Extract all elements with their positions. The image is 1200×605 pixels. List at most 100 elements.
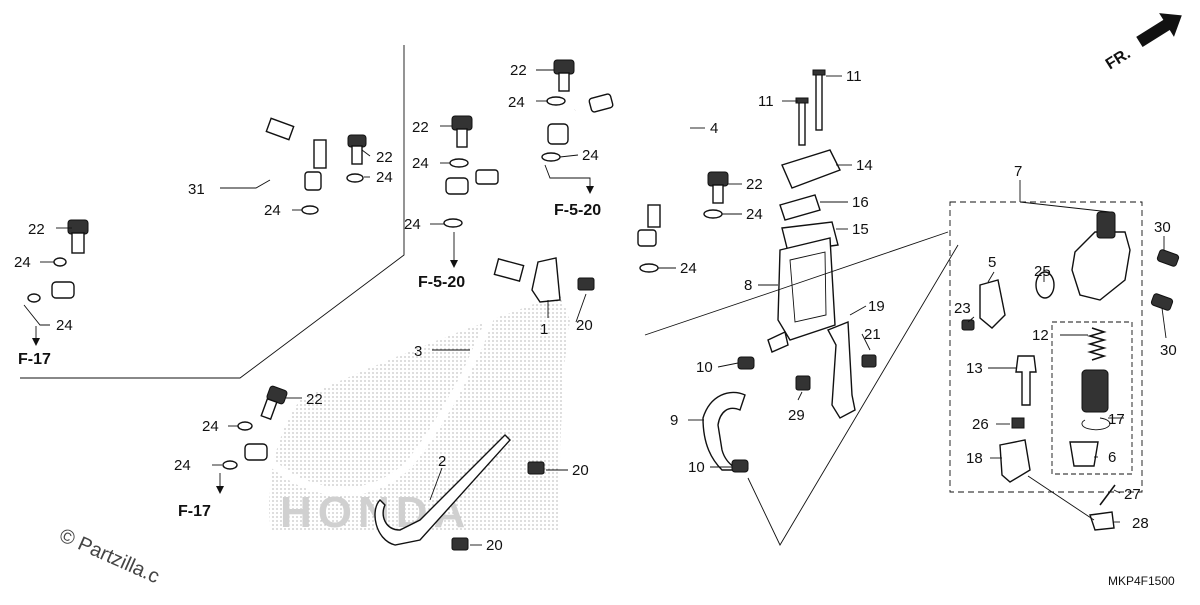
link-5: [979, 279, 1006, 329]
oring-25: [1035, 271, 1055, 299]
washer-24-i: [703, 209, 723, 219]
bracket-2: [374, 434, 511, 546]
callout-11-b: 11: [758, 93, 774, 110]
callout-20-c: 20: [486, 537, 503, 554]
boot-6: [1069, 441, 1099, 467]
washer-24-j: [639, 263, 659, 273]
clamp-10-a: [737, 356, 755, 370]
callout-28: 28: [1132, 515, 1149, 532]
callout-24-h: 24: [582, 147, 599, 164]
leader-lines: [23, 69, 1167, 546]
front-direction-label: FR.: [1103, 45, 1134, 73]
bolt-20-b: [527, 461, 545, 475]
washer-24-c: [346, 173, 364, 183]
copyright-text: © Partzilla.c: [56, 524, 163, 588]
callout-1: 1: [540, 321, 548, 338]
reservoir-8-inner: [789, 251, 827, 323]
plate-16: [779, 194, 821, 221]
washer-24-b: [27, 293, 41, 303]
callout-21: 21: [864, 326, 881, 343]
bolt-20-a: [577, 277, 595, 291]
callout-29: 29: [788, 407, 805, 424]
callout-20-b: 20: [572, 462, 589, 479]
pin-27: [1099, 484, 1116, 506]
callout-22-c: 22: [412, 119, 429, 136]
callout-24-l: 24: [174, 457, 191, 474]
bolt-23: [961, 319, 975, 331]
callout-24-d: 24: [264, 202, 281, 219]
washer-24-g: [546, 96, 566, 106]
washer-24-d: [301, 205, 319, 215]
callout-12: 12: [1032, 327, 1049, 344]
bolt-30-b: [1150, 293, 1174, 311]
bracket-19: [827, 320, 856, 419]
callout-22-d: 22: [510, 62, 527, 79]
ref-arrows: [32, 186, 594, 494]
callout-19: 19: [868, 298, 885, 315]
nut-26: [1011, 417, 1025, 429]
callout-24-c: 24: [376, 169, 393, 186]
inset-boundary: [20, 45, 405, 379]
callout-16: 16: [852, 194, 869, 211]
spring-12: [1087, 327, 1107, 361]
bracket-1: [531, 257, 561, 303]
callout-15: 15: [852, 221, 869, 238]
frame-shading: [269, 295, 570, 530]
bolt-29: [795, 375, 811, 391]
washer-24-a: [53, 257, 67, 267]
callout-11-a: 11: [846, 68, 862, 85]
washer-24-l: [222, 460, 238, 470]
bolt-22-c: [451, 115, 473, 148]
callout-14: 14: [856, 157, 873, 174]
bolt-22-f: [260, 385, 288, 421]
reservoir-8: [777, 237, 836, 341]
diagram-code: MKP4F1500: [1108, 574, 1175, 588]
callout-24-j: 24: [680, 260, 697, 277]
callout-30-a: 30: [1154, 219, 1171, 236]
callout-10-b: 10: [688, 459, 705, 476]
reservoir-outlet: [767, 330, 789, 353]
bolt-30-a: [1156, 249, 1180, 267]
washer-24-f: [443, 218, 463, 228]
callout-17: 17: [1108, 411, 1125, 428]
callout-24-i: 24: [746, 206, 763, 223]
hose-4: [547, 82, 701, 247]
callout-22-a: 22: [28, 221, 45, 238]
clamp-10-b: [731, 459, 749, 473]
cap-14: [781, 149, 841, 189]
group-12-box: [1051, 321, 1133, 475]
callout-3: 3: [414, 343, 422, 360]
callout-26: 26: [972, 416, 989, 433]
rod-13: [1015, 355, 1037, 406]
washer-24-e: [449, 158, 469, 168]
piston-17: [1081, 369, 1109, 413]
pedal-top: [1096, 211, 1116, 239]
callout-22-b: 22: [376, 149, 393, 166]
circlip-17: [1081, 417, 1111, 431]
front-direction-indicator: FR.: [1103, 13, 1182, 73]
callout-30-b: 30: [1160, 342, 1177, 359]
callout-5: 5: [988, 254, 996, 271]
callout-13: 13: [966, 360, 983, 377]
callout-6: 6: [1108, 449, 1116, 466]
callout-7: 7: [1014, 163, 1022, 180]
screw-11-b: [795, 97, 809, 146]
callout-4: 4: [710, 120, 718, 137]
hose-9: [702, 391, 746, 471]
callout-27: 27: [1124, 486, 1141, 503]
pedal-body: [1071, 231, 1131, 301]
callout-10-a: 10: [696, 359, 713, 376]
joint-18: [999, 439, 1031, 483]
ref-f520-left: F-5-20: [418, 274, 465, 291]
bolt-22-d: [553, 59, 575, 92]
bolt-20-c: [451, 537, 469, 551]
callout-23: 23: [954, 300, 971, 317]
callout-31: 31: [188, 181, 205, 198]
ref-f520-right: F-5-20: [554, 202, 601, 219]
bolt-22-a: [67, 219, 89, 254]
clip-28: [1089, 511, 1115, 531]
callout-9: 9: [670, 412, 678, 429]
callout-24-b: 24: [56, 317, 73, 334]
